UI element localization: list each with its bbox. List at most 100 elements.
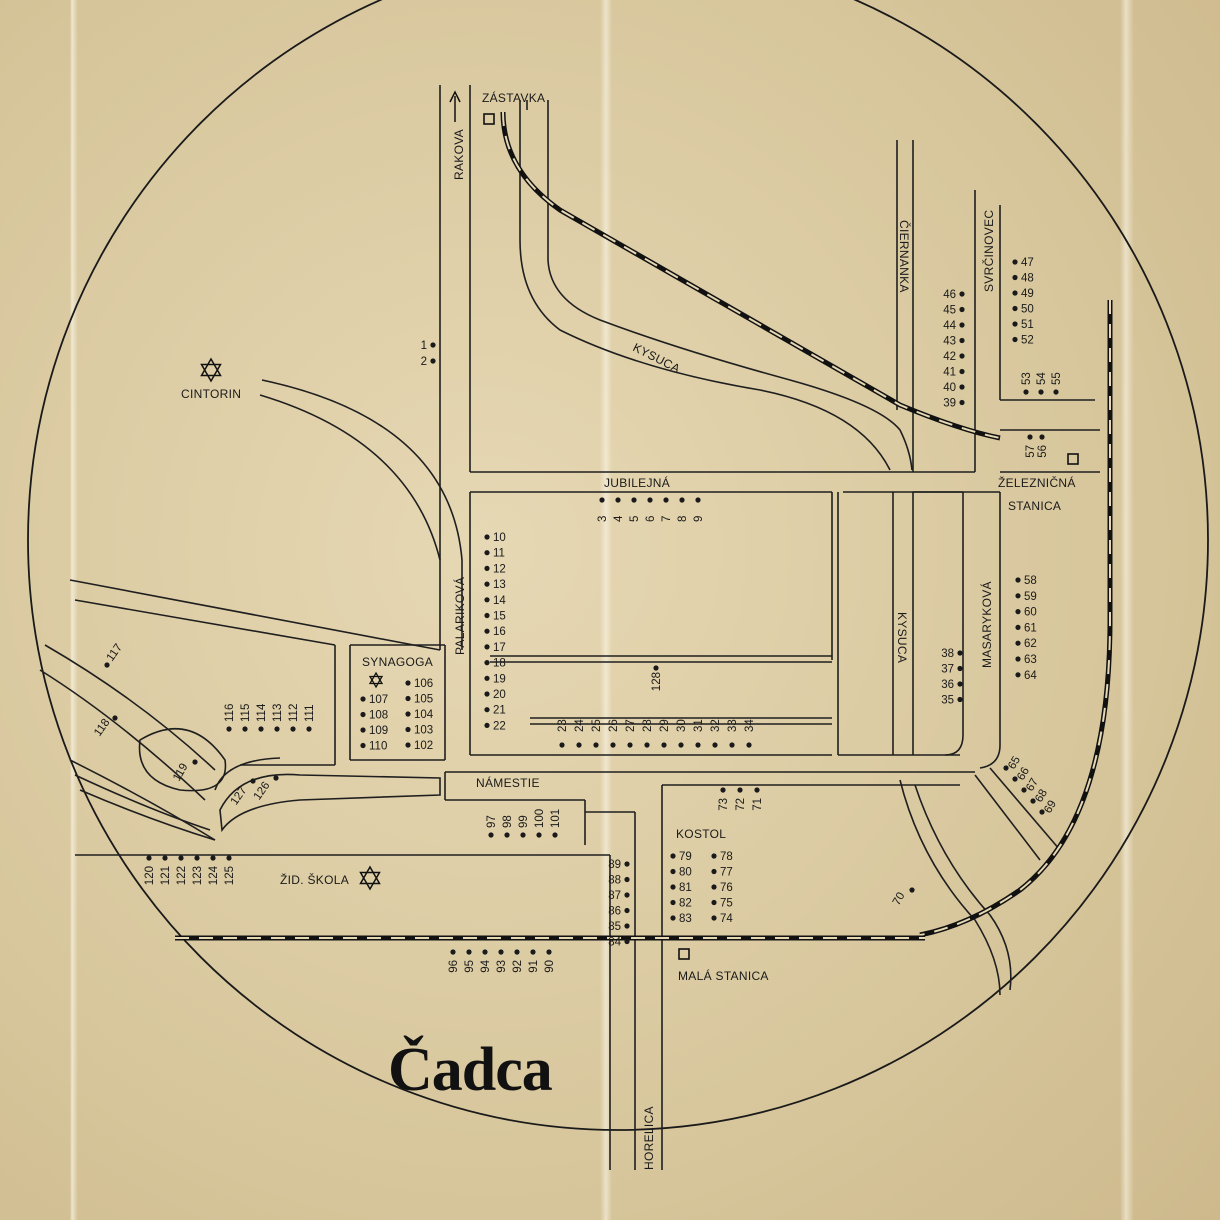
marker-43: 43: [943, 336, 965, 348]
marker-dot: [1012, 321, 1018, 327]
marker-dot: [405, 726, 411, 733]
marker-121: 121: [160, 855, 172, 885]
marker-dot: [194, 855, 200, 861]
marker-dot: [1003, 765, 1009, 771]
marker-label: 48: [1021, 273, 1034, 285]
marker-label: 45: [943, 305, 956, 317]
marker-label: 36: [941, 679, 954, 691]
marker-label: 28: [642, 719, 654, 732]
marker-label: 66: [1015, 765, 1032, 782]
marker-dot: [720, 787, 726, 793]
marker-dot: [530, 949, 536, 955]
marker-6: 6: [645, 497, 657, 522]
station-square-zeleznicna: [1067, 453, 1079, 465]
marker-dot: [711, 853, 717, 859]
marker-97: 97: [486, 815, 498, 838]
marker-110: 110: [360, 741, 387, 753]
marker-dot: [959, 399, 965, 406]
marker-25: 25: [591, 719, 603, 748]
marker-dot: [112, 715, 118, 721]
marker-label: 69: [1042, 798, 1059, 815]
marker-16: 16: [484, 626, 506, 638]
marker-dot: [1012, 305, 1018, 312]
marker-label: 60: [1024, 607, 1037, 619]
marker-95: 95: [464, 949, 476, 973]
marker-7: 7: [661, 497, 673, 522]
marker-label: 125: [224, 866, 236, 885]
marker-125: 125: [224, 855, 236, 885]
marker-label: 30: [676, 719, 688, 732]
marker-51: 51: [1012, 319, 1034, 331]
marker-dot: [1015, 593, 1021, 599]
marker-70: 70: [891, 887, 915, 908]
marker-26: 26: [608, 719, 620, 748]
marker-64: 64: [1015, 670, 1037, 682]
marker-dot: [484, 660, 490, 666]
marker-label: 39: [943, 398, 956, 410]
map-boundary-circle: [27, 0, 1209, 1131]
marker-dot: [631, 497, 637, 503]
marker-label: 10: [493, 532, 506, 544]
marker-dot: [957, 665, 963, 672]
marker-label: 99: [518, 815, 530, 828]
marker-108: 108: [360, 710, 388, 722]
star-of-david-icon-skola: [359, 865, 381, 891]
marker-label: 33: [727, 719, 739, 732]
marker-90: 90: [544, 949, 556, 973]
marker-label: 52: [1021, 335, 1034, 347]
marker-dot: [405, 742, 411, 748]
marker-101: 101: [550, 809, 562, 838]
marker-89: 89: [608, 859, 630, 871]
star-of-david-icon-synagoga: [368, 671, 384, 689]
station-square-zastavka: [483, 113, 495, 125]
marker-label: 13: [493, 579, 506, 591]
marker-69: 69: [1039, 798, 1059, 816]
marker-label: 123: [192, 866, 204, 885]
marker-label: 112: [288, 704, 300, 722]
marker-label: 54: [1036, 372, 1048, 385]
marker-label: 14: [493, 595, 506, 607]
marker-dot: [1039, 434, 1045, 440]
marker-dot: [1027, 434, 1033, 440]
marker-54: 54: [1036, 372, 1048, 395]
marker-label: 115: [240, 704, 252, 722]
marker-27: 27: [625, 719, 637, 748]
marker-dot: [1012, 336, 1018, 343]
marker-label: 113: [272, 704, 284, 722]
marker-dot: [661, 742, 667, 748]
marker-dot: [1023, 389, 1029, 395]
marker-dot: [484, 691, 490, 697]
marker-65: 65: [1003, 754, 1023, 772]
marker-label: 58: [1024, 575, 1037, 587]
marker-59: 59: [1015, 591, 1037, 603]
marker-label: 8: [677, 516, 689, 522]
marker-label: 12: [493, 563, 506, 575]
marker-75: 75: [711, 898, 733, 910]
marker-dot: [488, 832, 494, 838]
marker-dot: [627, 742, 633, 748]
marker-1: 1: [421, 340, 436, 352]
marker-85: 85: [608, 921, 630, 933]
marker-55: 55: [1051, 372, 1063, 395]
marker-22: 22: [484, 720, 506, 732]
marker-dot: [610, 742, 616, 748]
marker-label: 91: [528, 960, 540, 973]
marker-8: 8: [677, 497, 689, 522]
marker-label: 57: [1025, 445, 1037, 458]
marker-label: 100: [534, 809, 546, 828]
marker-50: 50: [1012, 304, 1034, 316]
marker-17: 17: [484, 642, 506, 654]
marker-label: 71: [752, 798, 764, 811]
marker-label: 53: [1021, 372, 1033, 385]
marker-88: 88: [608, 875, 630, 887]
marker-dot: [430, 342, 436, 348]
marker-92: 92: [512, 949, 524, 973]
marker-68: 68: [1030, 787, 1050, 805]
marker-dot: [430, 358, 436, 364]
map-title: Čadca: [388, 1036, 553, 1104]
marker-dot: [1012, 274, 1018, 281]
marker-dot: [624, 892, 630, 898]
marker-label: 29: [659, 719, 671, 732]
marker-dot: [909, 887, 915, 893]
